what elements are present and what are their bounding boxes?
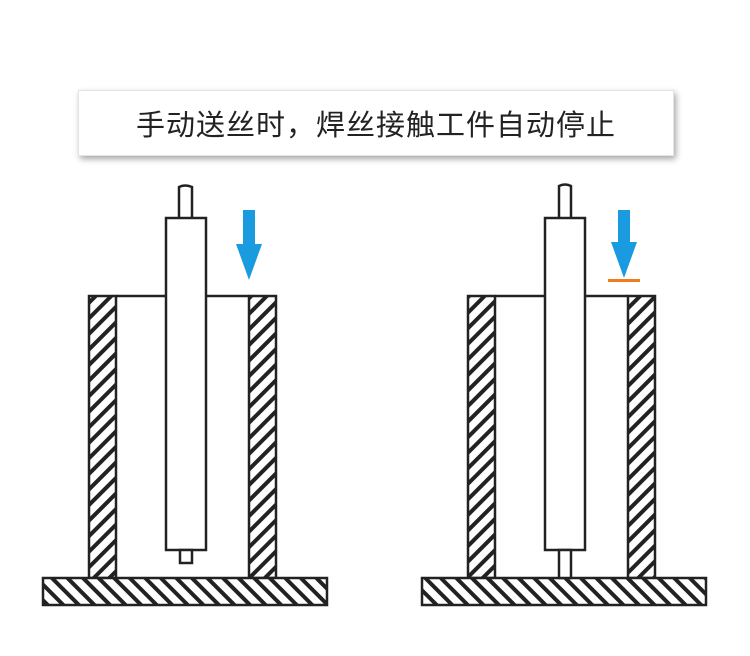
wire-top: [557, 183, 573, 218]
arrow-down-icon: [236, 210, 262, 280]
torch-rod: [164, 216, 208, 552]
arrow-down-icon: [611, 210, 637, 278]
contact-mark: [608, 279, 640, 282]
wire-top: [177, 184, 194, 218]
base-plate: [420, 576, 708, 607]
left-wall: [87, 294, 118, 580]
torch-rod: [543, 216, 587, 552]
right-wall: [247, 294, 278, 580]
wire-tip: [557, 548, 573, 580]
caption-box: 手动送丝时，焊丝接触工件自动停止: [78, 90, 674, 156]
left-assembly-before-contact: [41, 184, 329, 607]
wire-tip: [178, 548, 194, 565]
base-plate: [41, 576, 329, 607]
right-assembly-contact: [420, 183, 708, 607]
right-wall: [626, 294, 657, 580]
left-wall: [466, 294, 497, 580]
caption-text: 手动送丝时，焊丝接触工件自动停止: [135, 108, 616, 142]
